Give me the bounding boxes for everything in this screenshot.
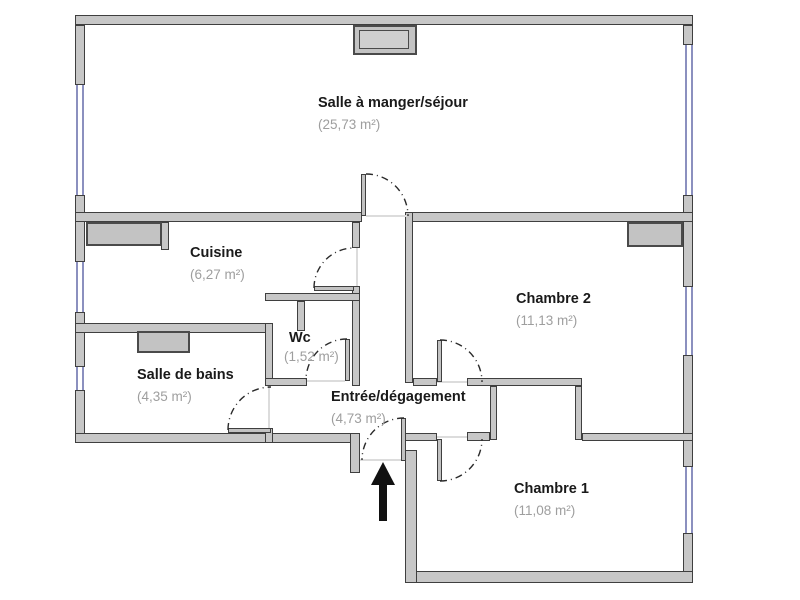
door-leaf — [228, 428, 271, 433]
wall-segment — [405, 571, 693, 583]
wall-segment — [161, 222, 169, 250]
wall-segment — [75, 15, 693, 25]
wall-segment — [75, 25, 85, 85]
room-label-chambre1: Chambre 1 — [514, 481, 589, 497]
room-area-chambre1: (11,08 m²) — [514, 503, 576, 518]
wall-segment — [350, 433, 360, 473]
room-area-sdb: (4,35 m²) — [137, 389, 192, 404]
wall-segment — [467, 378, 582, 386]
door-swing-arc — [439, 438, 483, 482]
door-swing-arc — [439, 339, 483, 383]
threshold-line — [437, 436, 467, 438]
room-label-entree: Entrée/dégagement — [331, 389, 466, 405]
wall-segment — [582, 433, 693, 441]
room-label-chambre2: Chambre 2 — [516, 291, 591, 307]
wall-segment — [407, 212, 693, 222]
wall-segment — [405, 212, 413, 383]
room-area-entree: (4,73 m²) — [331, 411, 386, 426]
door-leaf — [401, 418, 406, 461]
door-swing-arc — [365, 173, 409, 217]
threshold-line — [356, 248, 358, 286]
wall-segment — [352, 222, 360, 248]
wall-segment — [683, 25, 693, 45]
door-leaf — [345, 339, 350, 381]
door-swing-arc — [313, 247, 355, 289]
wall-segment — [575, 386, 582, 440]
wall-segment — [75, 312, 85, 367]
door-leaf — [437, 439, 442, 481]
wall-segment — [297, 301, 305, 331]
room-area-wc: (1,52 m²) — [284, 349, 339, 364]
room-label-cuisine: Cuisine — [190, 245, 243, 261]
threshold-line — [268, 386, 270, 428]
entrance-arrow-shaft — [379, 484, 387, 521]
room-label-wc: Wc — [289, 330, 311, 346]
wall-segment — [683, 195, 693, 287]
wall-segment — [265, 293, 360, 301]
window-symbol — [685, 45, 693, 195]
wall-segment — [75, 433, 360, 443]
wall-segment — [490, 386, 497, 440]
entrance-arrow-icon — [371, 462, 395, 485]
window-symbol — [76, 262, 84, 312]
door-leaf — [361, 174, 366, 216]
room-area-sejour: (25,73 m²) — [318, 117, 381, 132]
door-swing-arc — [227, 386, 272, 431]
room-area-chambre2: (11,13 m²) — [516, 313, 578, 328]
wall-segment — [405, 433, 437, 441]
chimney-block-inner — [359, 30, 409, 49]
wall-segment — [405, 450, 417, 583]
kitchen-counter-fixture — [86, 222, 162, 246]
wall-segment — [75, 195, 85, 262]
window-symbol — [685, 467, 693, 533]
room-label-sejour: Salle à manger/séjour — [318, 95, 468, 111]
wall-segment — [467, 432, 490, 441]
bathroom-basin-fixture — [137, 331, 190, 353]
threshold-line — [366, 215, 407, 217]
room-area-cuisine: (6,27 m²) — [190, 267, 245, 282]
wall-segment — [75, 212, 362, 222]
bedroom2-closet-fixture — [627, 222, 683, 247]
threshold-line — [307, 380, 345, 382]
threshold-line — [360, 459, 402, 461]
wall-segment — [413, 378, 437, 386]
window-symbol — [76, 85, 84, 195]
wall-segment — [352, 286, 360, 386]
wall-segment — [683, 355, 693, 467]
door-leaf — [314, 286, 354, 291]
window-symbol — [76, 367, 84, 390]
room-label-sdb: Salle de bains — [137, 367, 234, 383]
wall-segment — [265, 323, 273, 385]
window-symbol — [685, 287, 693, 355]
door-leaf — [437, 340, 442, 382]
wall-segment — [265, 378, 307, 386]
